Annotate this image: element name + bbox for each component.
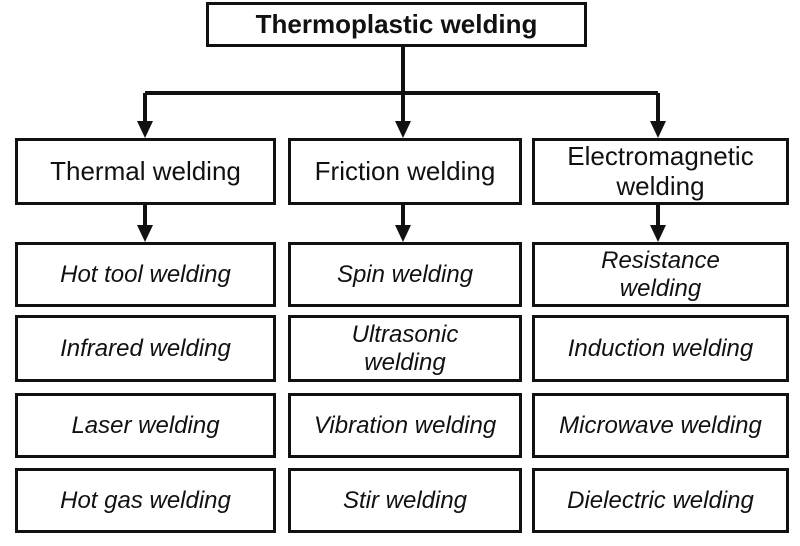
node-thermoplastic-welding: Thermoplastic welding — [206, 2, 587, 47]
arrowhead-electromagnetic-method — [650, 225, 666, 242]
node-electromagnetic-welding: Electromagnetic welding — [532, 138, 789, 205]
node-resistance-welding: Resistance welding — [532, 242, 789, 307]
node-infrared-welding: Infrared welding — [15, 315, 276, 382]
arrowhead-left-category — [137, 121, 153, 138]
node-microwave-welding: Microwave welding — [532, 393, 789, 458]
node-dielectric-welding: Dielectric welding — [532, 468, 789, 533]
arrowhead-middle-category — [395, 121, 411, 138]
arrowhead-friction-method — [395, 225, 411, 242]
node-hot-gas-welding: Hot gas welding — [15, 468, 276, 533]
node-stir-welding: Stir welding — [288, 468, 522, 533]
node-laser-welding: Laser welding — [15, 393, 276, 458]
node-induction-welding: Induction welding — [532, 315, 789, 382]
node-vibration-welding: Vibration welding — [288, 393, 522, 458]
node-thermal-welding: Thermal welding — [15, 138, 276, 205]
node-hot-tool-welding: Hot tool welding — [15, 242, 276, 307]
node-friction-welding: Friction welding — [288, 138, 522, 205]
node-spin-welding: Spin welding — [288, 242, 522, 307]
node-ultrasonic-welding: Ultrasonic welding — [288, 315, 522, 382]
arrowhead-right-category — [650, 121, 666, 138]
arrowhead-thermal-method — [137, 225, 153, 242]
